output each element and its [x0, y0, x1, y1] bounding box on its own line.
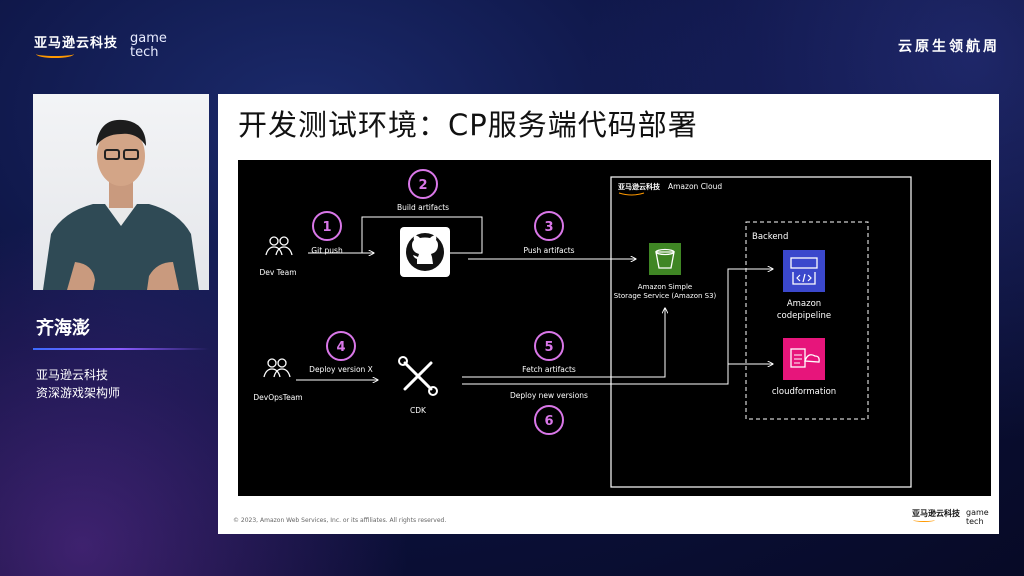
speaker-figure	[43, 119, 199, 290]
step-5-badge: 5	[534, 331, 564, 361]
dev-team-label: Dev Team	[259, 268, 296, 277]
devops-team-people-icon	[263, 358, 291, 378]
s3-label-line2: Storage Service (Amazon S3)	[614, 292, 717, 300]
devops-team-label: DevOpsTeam	[253, 393, 302, 402]
cdk-label: CDK	[410, 406, 427, 415]
speaker-role: 资深游戏架构师	[36, 386, 121, 400]
arrow-to-codepipeline	[462, 269, 773, 385]
connector-lines	[296, 216, 773, 385]
step-1-number: 1	[322, 220, 331, 235]
step-3-badge: 3	[534, 211, 564, 241]
speaker-video	[33, 94, 209, 290]
brand-logo: 亚马逊云科技 game tech	[34, 32, 167, 60]
step-3-label: Push artifacts	[523, 246, 574, 255]
cloudformation-label: cloudformation	[772, 387, 836, 397]
arrow-fetch-artifacts	[462, 308, 665, 378]
brand-cn: 亚马逊云科技	[34, 32, 118, 58]
dev-team-people-icon	[265, 236, 293, 256]
step-2-number: 2	[418, 178, 427, 193]
brand-en: game tech	[130, 32, 167, 60]
step-6-number: 6	[544, 414, 553, 429]
step-1-badge: 1	[312, 211, 342, 241]
slide-logo-en-line2: tech	[966, 517, 984, 526]
slide: 开发测试环境：CP服务端代码部署 1	[218, 94, 999, 534]
codepipeline-label-line2: codepipeline	[777, 311, 831, 321]
cloud-smile-icon	[618, 192, 645, 196]
cdk-tools-icon	[398, 356, 438, 396]
backend-container	[745, 221, 869, 420]
codepipeline-icon	[783, 250, 825, 292]
speaker-name: 齐海澎	[36, 318, 90, 339]
step-2-label: Build artifacts	[397, 203, 449, 212]
event-title: 云原生领航周	[898, 39, 1000, 55]
cloudformation-icon	[783, 338, 825, 380]
step-4-number: 4	[336, 340, 345, 355]
brand-en-line2: tech	[130, 45, 159, 60]
slide-amazon-smile-icon	[913, 518, 935, 522]
cloud-label: Amazon Cloud	[668, 182, 722, 191]
slide-logo-en-line1: game	[966, 508, 989, 517]
speaker-company: 亚马逊云科技	[36, 368, 109, 382]
step-4-badge: 4	[326, 331, 356, 361]
name-underline	[33, 348, 209, 350]
slide-logo-en: game tech	[966, 508, 989, 526]
step-badges: 1 2 3 4 5	[312, 169, 564, 435]
step-1-label: Git push	[311, 246, 343, 255]
step-6-badge: 6	[534, 405, 564, 435]
arrow-build-loop	[361, 216, 483, 254]
step-6-label: Deploy new versions	[510, 391, 588, 400]
backend-label: Backend	[752, 232, 788, 242]
step-3-number: 3	[544, 220, 553, 235]
cloud-brand: 亚马逊云科技	[618, 182, 661, 191]
slide-logo-cn: 亚马逊云科技	[912, 508, 960, 522]
amazon-smile-icon	[36, 50, 74, 58]
s3-label-line1: Amazon Simple	[638, 283, 692, 291]
codepipeline-label-line1: Amazon	[787, 299, 821, 309]
slide-logo: 亚马逊云科技 game tech	[912, 508, 989, 526]
step-labels: Git push Build artifacts Push artifacts …	[309, 203, 588, 400]
copyright-text: © 2023, Amazon Web Services, Inc. or its…	[233, 517, 447, 524]
step-2-badge: 2	[408, 169, 438, 199]
amazon-cloud-container	[610, 176, 912, 488]
step-5-label: Fetch artifacts	[522, 365, 576, 374]
architecture-diagram: 1 2 3 4 5	[238, 160, 991, 496]
s3-bucket-icon	[649, 243, 681, 275]
brand-en-line1: game	[130, 31, 167, 46]
github-icon	[400, 227, 450, 277]
step-4-label: Deploy version X	[309, 365, 373, 374]
step-5-number: 5	[544, 340, 553, 355]
slide-title: 开发测试环境：CP服务端代码部署	[238, 108, 698, 142]
diagram-canvas: 1 2 3 4 5	[253, 169, 912, 488]
